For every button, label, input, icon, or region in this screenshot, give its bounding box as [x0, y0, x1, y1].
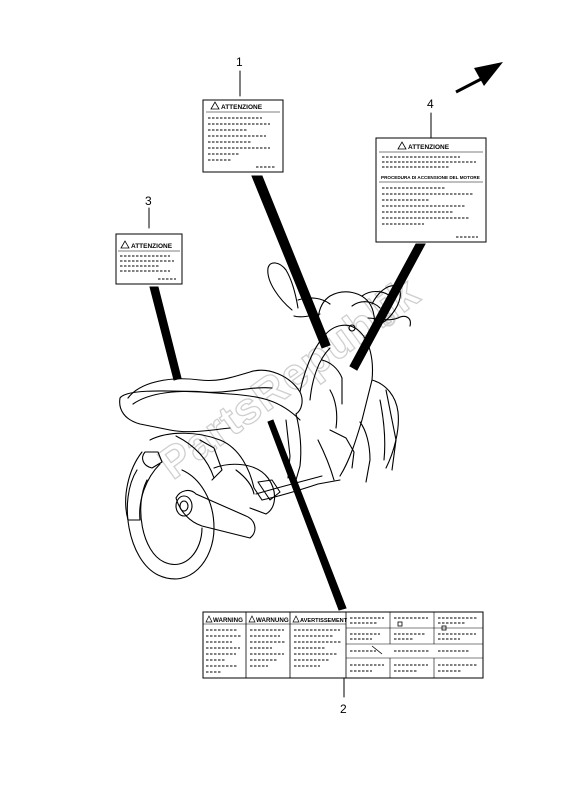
scooter-drawing [119, 262, 411, 580]
warning-triangle-icon [205, 615, 213, 623]
warning-triangle-icon [397, 141, 407, 150]
label-4-title: ATTENZIONE [408, 144, 450, 151]
callout-1: 1 [236, 55, 243, 69]
callout-3: 3 [145, 194, 152, 208]
label-2-warning-en: WARNING [213, 617, 243, 624]
label-4-attention-procedure: ATTENZIONE PROCEDURA DI ACCENSIONE DEL M… [375, 137, 487, 243]
label-2-warning-de: WARNUNG [256, 617, 289, 624]
leader-lines [148, 70, 432, 698]
warning-triangle-icon [120, 240, 130, 249]
warning-triangle-icon [210, 101, 220, 110]
label-2-warning-panel: WARNING WARNUNG AVERTISSEMENT [202, 611, 484, 679]
direction-arrow-icon [455, 62, 503, 94]
warning-triangle-icon [248, 615, 256, 623]
label-1-attention: ATTENZIONE [202, 99, 284, 173]
callout-4: 4 [427, 97, 434, 111]
label-2-warning-fr: AVERTISSEMENT [300, 618, 348, 624]
label-3-title: ATTENZIONE [131, 243, 173, 250]
label-1-title: ATTENZIONE [221, 104, 263, 111]
label-3-attention: ATTENZIONE [115, 233, 183, 285]
callout-2: 2 [340, 702, 347, 716]
label-4-procedure: PROCEDURA DI ACCENSIONE DEL MOTORE [381, 175, 480, 180]
warning-triangle-icon [292, 615, 300, 623]
